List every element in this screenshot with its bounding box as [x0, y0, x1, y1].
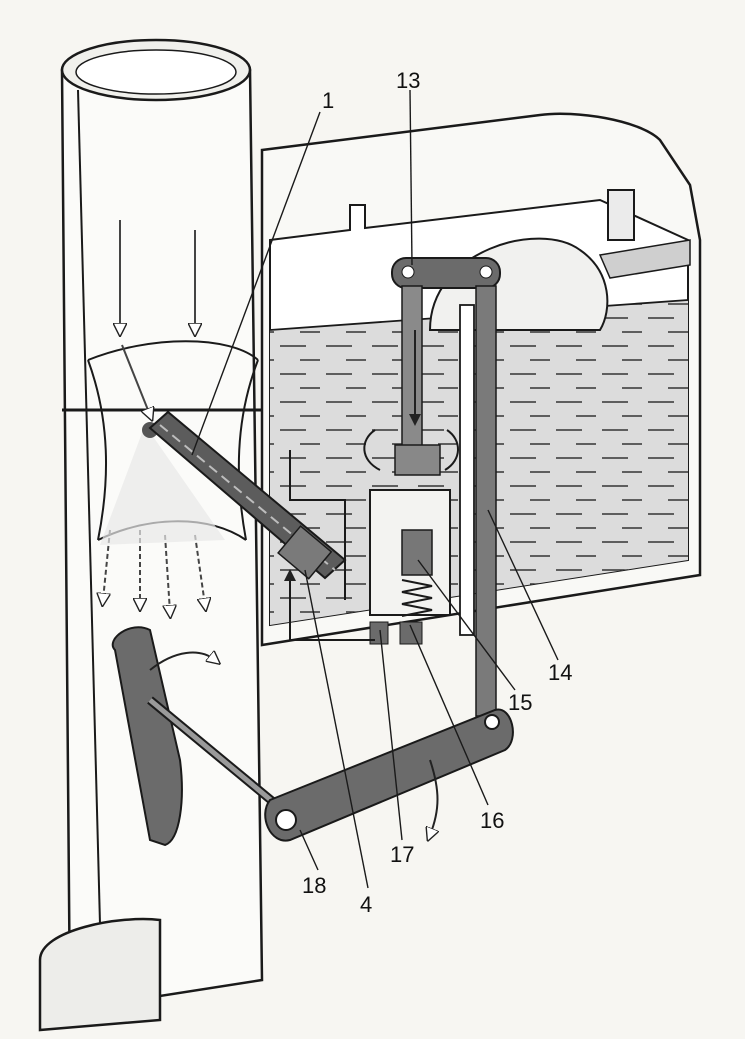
- pump-rod: [391, 257, 501, 717]
- callout-1: 1: [322, 88, 334, 113]
- callout-4: 4: [360, 892, 372, 917]
- well-tube: [459, 304, 475, 636]
- leader-lines: [191, 89, 559, 889]
- jet-nozzle: [148, 410, 347, 580]
- pump-cylinder: [369, 444, 451, 645]
- callout-16: 16: [480, 808, 504, 833]
- callout-14: 14: [548, 660, 572, 685]
- callout-17: 17: [390, 842, 414, 867]
- vent-fitting: [598, 189, 691, 279]
- callout-13: 13: [396, 68, 420, 93]
- throttle-linkage: [111, 626, 514, 847]
- fuel-passage: [284, 429, 459, 641]
- callout-18: 18: [302, 873, 326, 898]
- callout-15: 15: [508, 690, 532, 715]
